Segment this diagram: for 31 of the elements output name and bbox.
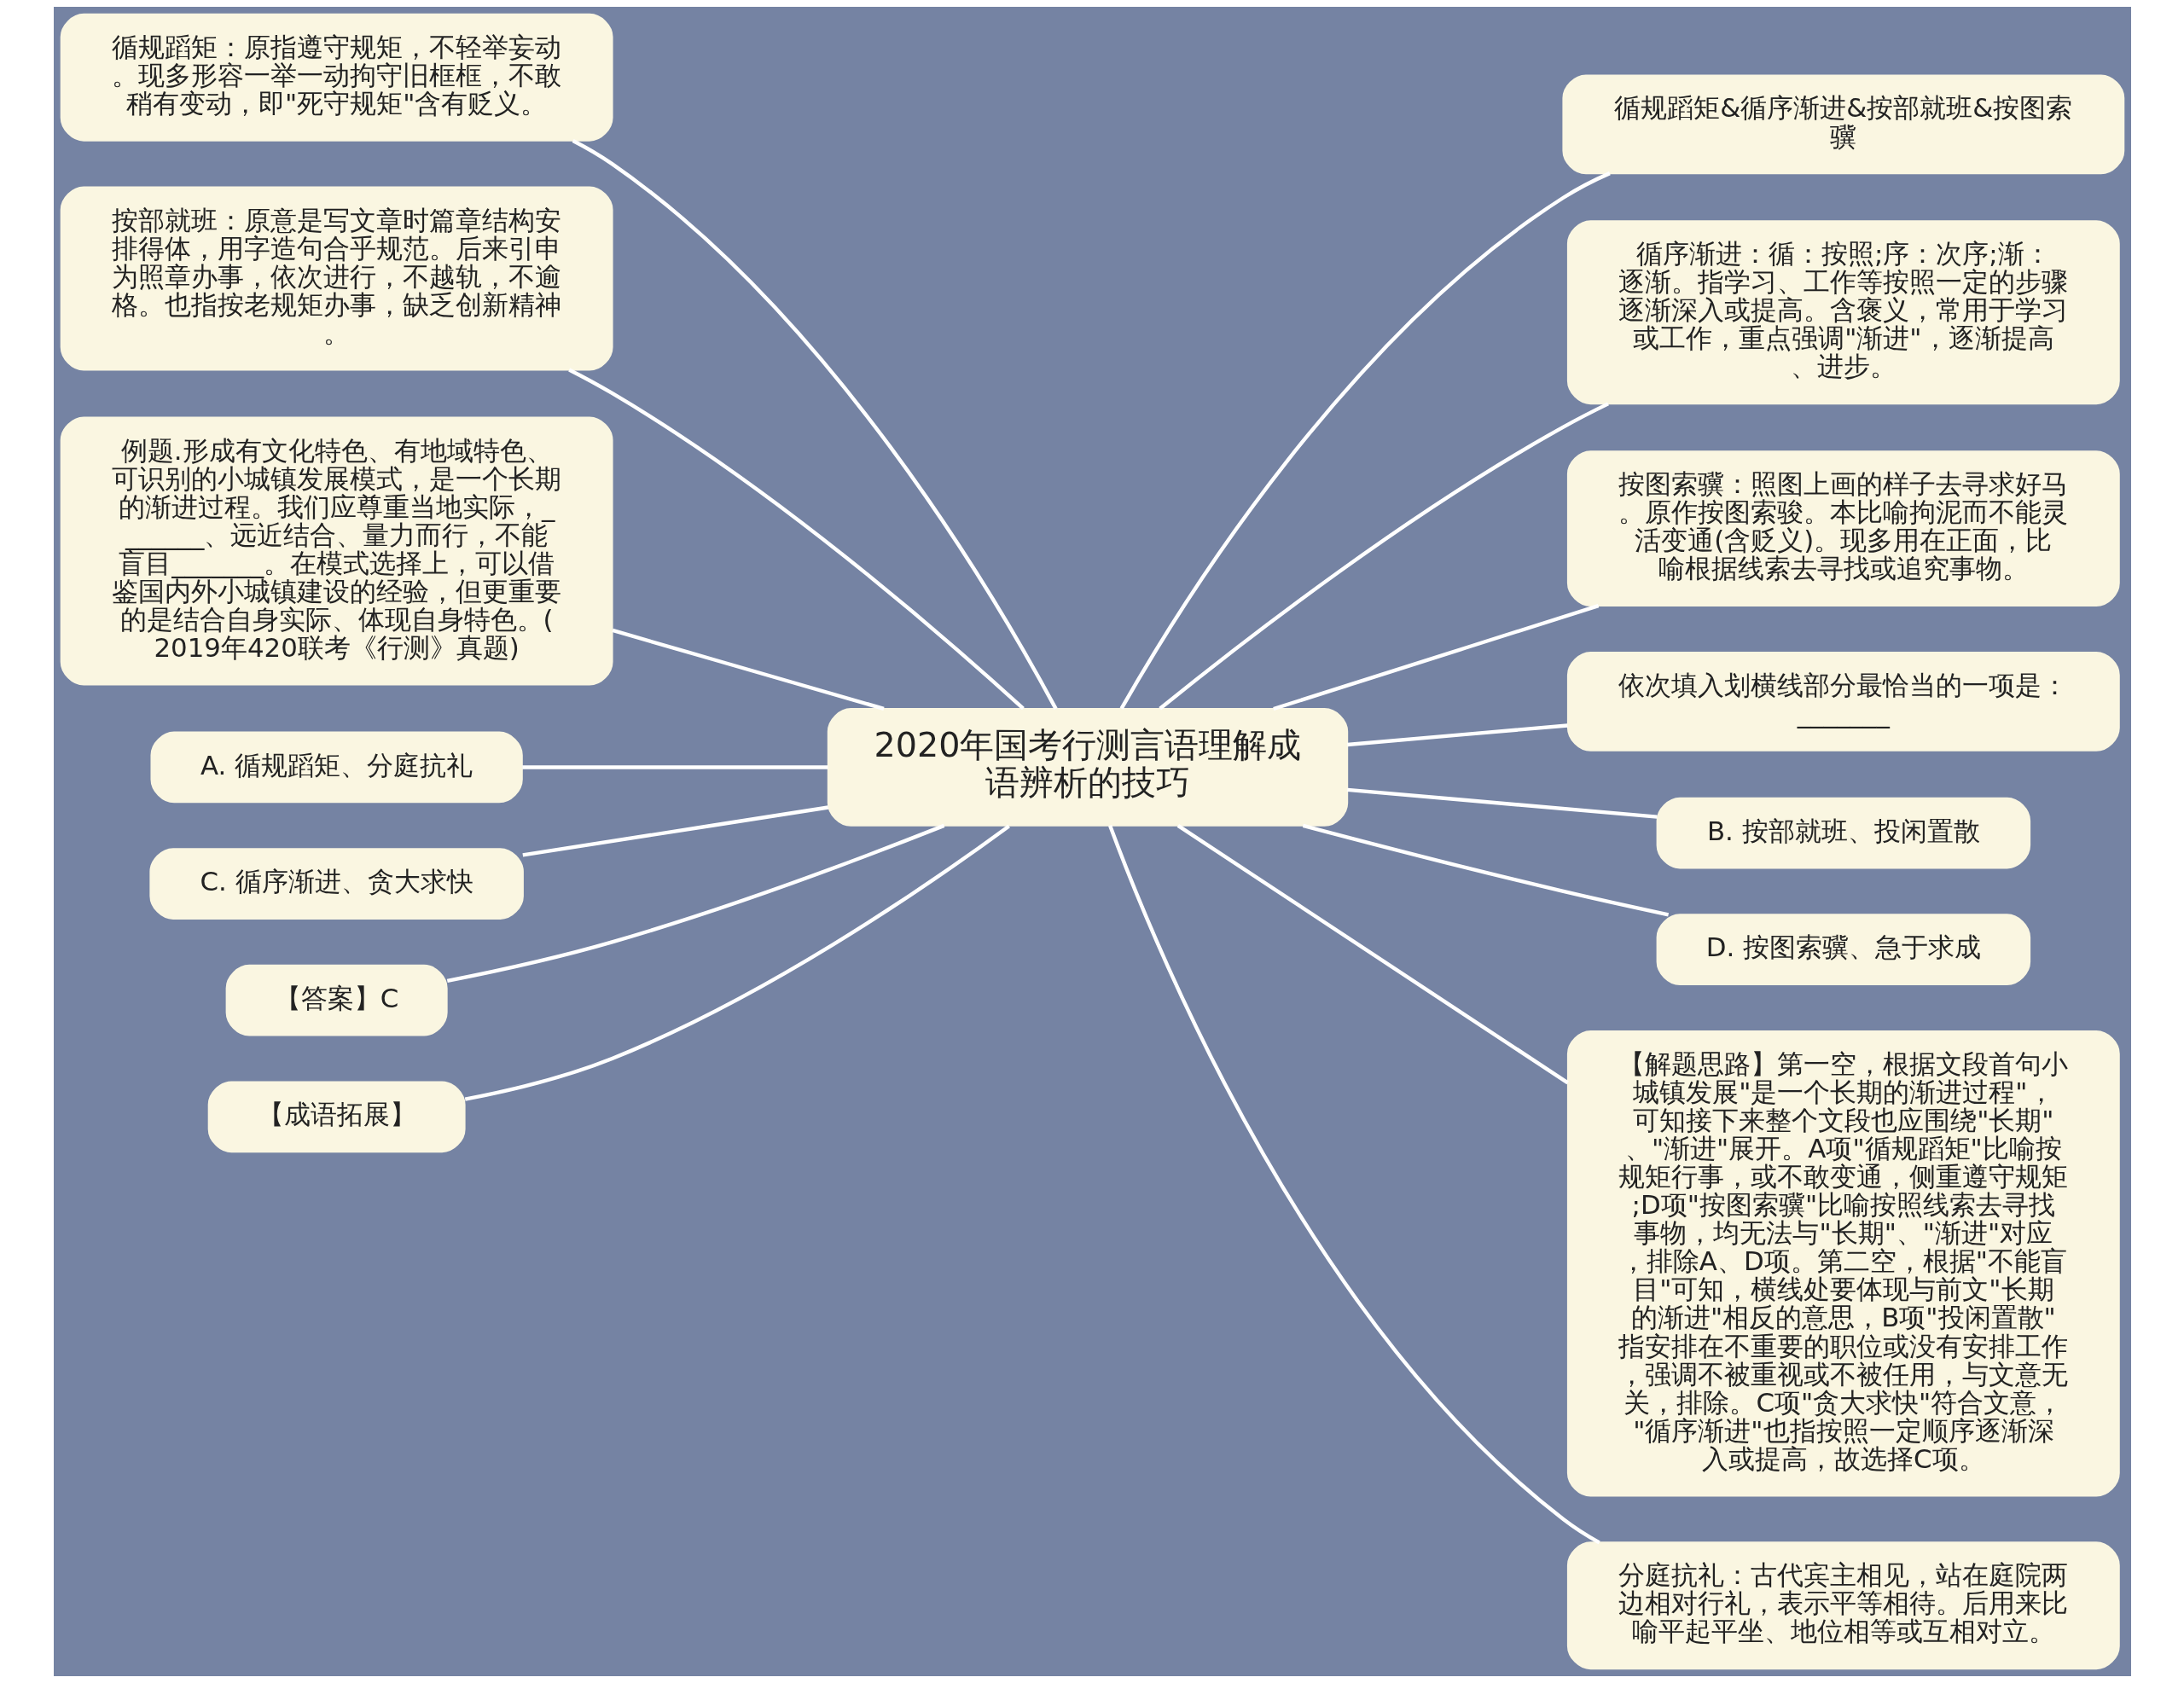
node-box: 分庭抗礼：古代宾主相见，站在庭院两边相对行礼，表示平等相待。后用来比喻平起平坐、地位相等或互相对立。 bbox=[1566, 1541, 2120, 1670]
connector bbox=[1302, 823, 1669, 917]
connector bbox=[446, 823, 944, 984]
connector bbox=[521, 765, 828, 769]
connector bbox=[567, 368, 1025, 711]
connector bbox=[1346, 723, 1568, 747]
connector bbox=[1107, 825, 1600, 1545]
node-box: 例题.形成有文化特色、有地域特色、可识别的小城镇发展模式，是一个长期的渐进过程。我们应尊重当地实际，_______、远近结合、量力而行，不能盲目_______。在模式选择上，可以借鉴国内外小城镇建设的经验，但更重要的是结合自身实际、体现自身特色。(2019年420联考《行测》真题) bbox=[60, 416, 613, 686]
node-box: 循规蹈矩：原指遵守规矩，不轻举妄动。现多形容一举一动拘守旧框框，不敢稍有变动，即"死守规矩"含有贬义。 bbox=[60, 13, 613, 142]
node-box: 按图索骥：照图上画的样子去寻求好马。原作按图索骏。本比喻拘泥而不能灵活变通(含贬义)。现多用在正面，比喻根据线索去寻找或追究事物。 bbox=[1566, 450, 2120, 607]
node-box: 【成语拓展】 bbox=[207, 1081, 466, 1153]
connector bbox=[572, 138, 1058, 710]
node-box: 循规蹈矩&循序渐进&按部就班&按图索骥 bbox=[1561, 74, 2124, 175]
connector bbox=[1158, 402, 1609, 711]
node-box: 【解题思路】第一空，根据文段首句小城镇发展"是一个长期的渐进过程"，可知接下来整个文段也应围绕"长期"、"渐进"展开。A项"循规蹈矩"比喻按规矩行事，或不敢变通，侧重遵守规矩;D项"按图索骥"比喻按照线索去寻找事物，均无法与"长期"、"渐进"对应，排除A、D项。第二空，根据"不能盲目"可知，横线处要体现与前文"长期的渐进"相反的意思，B项"投闲置散"指安排在不重要的职位或没有安排工作，强调不被重视或不被任用，与文意无关，排除。C项"贪大求快"符合文意，"循序渐进"也指按照一定顺序逐渐深入或提高，故选择C项。 bbox=[1566, 1030, 2120, 1497]
node-box: A. 循规蹈矩、分庭抗礼 bbox=[150, 731, 523, 804]
connector bbox=[464, 824, 1010, 1101]
connector bbox=[1346, 787, 1658, 819]
connector bbox=[611, 628, 885, 711]
connector bbox=[1272, 603, 1599, 711]
node-box: B. 按部就班、投闲置散 bbox=[1656, 797, 2030, 869]
node-box: 【答案】C bbox=[225, 964, 448, 1036]
node-box: 2020年国考行测言语理解成语辨析的技巧 bbox=[827, 708, 1348, 827]
node-box: 循序渐进：循：按照;序：次序;渐：逐渐。指学习、工作等按照一定的步骤逐渐深入或提高。含褒义，常用于学习或工作，重点强调"渐进"，逐渐提高、进步。 bbox=[1566, 220, 2120, 405]
connector bbox=[1119, 171, 1611, 710]
connector bbox=[1176, 824, 1569, 1085]
node-box: D. 按图索骥、急于求成 bbox=[1656, 914, 2030, 986]
node-box: 按部就班：原意是写文章时篇章结构安排得体，用字造句合乎规范。后来引申为照章办事，依次进行，不越轨，不逾格。也指按老规矩办事，缺乏创新精神。 bbox=[60, 186, 613, 371]
node-box: C. 循序渐进、贪大求快 bbox=[148, 848, 524, 920]
node-box: 依次填入划横线部分最恰当的一项是：_______ bbox=[1566, 651, 2120, 752]
connector bbox=[521, 805, 828, 857]
